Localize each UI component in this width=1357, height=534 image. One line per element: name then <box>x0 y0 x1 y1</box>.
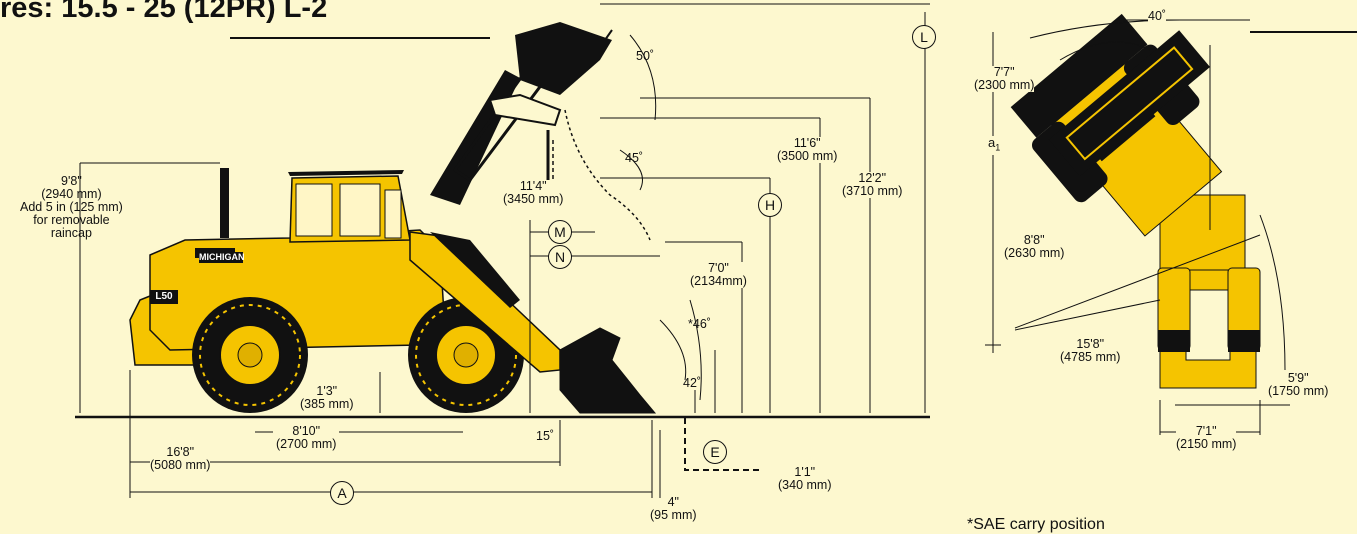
overall-width-imperial: 5'9" <box>1287 371 1309 385</box>
a1-subscript: 1 <box>995 142 1001 153</box>
model-badge: L50 <box>155 291 173 302</box>
bucket-pin-height-label: 11'6" (3500 mm) <box>777 136 838 163</box>
angle-42: 42˚ <box>683 376 702 390</box>
axle-to-front-label: 16'8" (5080 mm) <box>150 445 211 472</box>
axle-to-front-metric: (5080 mm) <box>150 458 211 472</box>
wheelbase-label: 8'10" (2700 mm) <box>273 424 340 451</box>
bucket-pin-height-imperial: 11'6" <box>793 136 821 150</box>
tread-width-imperial: 7'1" <box>1195 424 1217 438</box>
dig-depth-imperial: 4" <box>667 495 679 509</box>
reach-below-metric: (340 mm) <box>778 478 832 492</box>
loader-side-view <box>129 22 657 414</box>
a1-label: a1 <box>988 135 1001 155</box>
loader-top-view <box>1010 13 1261 389</box>
dump-clearance-imperial: 11'4" <box>519 179 547 193</box>
height-imperial: 9'8" <box>61 174 82 188</box>
hinge-height-label: 12'2" (3710 mm) <box>842 171 903 198</box>
hinge-height-metric: (3710 mm) <box>842 184 903 198</box>
angle-46: *46˚ <box>688 317 711 331</box>
height-note-3: raincap <box>50 226 92 240</box>
hinge-height-imperial: 12'2" <box>858 171 887 185</box>
marker-h: H <box>758 193 782 217</box>
height-metric: (2940 mm) <box>41 187 102 201</box>
dig-depth-metric: (95 mm) <box>650 508 697 522</box>
marker-a: A <box>330 481 354 505</box>
dump-reach-height-metric: (2134mm) <box>690 274 747 288</box>
outer-radius-label: 15'8" (4785 mm) <box>1060 337 1121 364</box>
inner-radius-metric: (2630 mm) <box>1004 246 1065 260</box>
wheelbase-metric: (2700 mm) <box>276 437 337 451</box>
height-label: 9'8" (2940 mm) Add 5 in (125 mm) for rem… <box>20 175 123 240</box>
outer-radius-metric: (4785 mm) <box>1060 350 1121 364</box>
height-note-1: Add 5 in (125 mm) <box>20 200 123 214</box>
dig-depth-label: 4" (95 mm) <box>650 496 697 522</box>
inner-radius-label: 8'8" (2630 mm) <box>1004 233 1065 260</box>
ground-clearance-label: 1'3" (385 mm) <box>300 385 353 411</box>
dump-reach-height-label: 7'0" (2134mm) <box>690 262 747 288</box>
angle-50: 50˚ <box>636 49 655 63</box>
height-note-2: for removable <box>33 213 110 227</box>
dump-clearance-label: 11'4" (3450 mm) <box>503 180 563 206</box>
wheelbase-imperial: 8'10" <box>292 424 321 438</box>
inner-radius-imperial: 8'8" <box>1023 233 1045 247</box>
tread-width-metric: (2150 mm) <box>1176 437 1237 451</box>
footnote: *SAE carry position <box>967 516 1105 533</box>
marker-e: E <box>703 440 727 464</box>
ground-clearance-imperial: 1'3" <box>316 384 338 398</box>
angle-45: 45˚ <box>625 151 644 165</box>
angle-15: 15˚ <box>536 429 555 443</box>
axle-to-front-imperial: 16'8" <box>166 445 195 459</box>
overall-width-metric: (1750 mm) <box>1268 384 1329 398</box>
marker-n: N <box>548 245 572 269</box>
overhang-label: 7'7" (2300 mm) <box>974 65 1035 92</box>
overhang-metric: (2300 mm) <box>974 78 1035 92</box>
a1-text: a <box>988 135 996 150</box>
tread-width-label: 7'1" (2150 mm) <box>1176 424 1237 451</box>
bucket-pin-height-metric: (3500 mm) <box>777 149 838 163</box>
outer-radius-imperial: 15'8" <box>1076 337 1105 351</box>
dump-reach-height-imperial: 7'0" <box>708 261 729 275</box>
overhang-imperial: 7'7" <box>993 65 1015 79</box>
page-title: res: 15.5 - 25 (12PR) L-2 <box>0 0 328 24</box>
ground-clearance-metric: (385 mm) <box>300 397 354 411</box>
overall-width-label: 5'9" (1750 mm) <box>1268 371 1329 398</box>
marker-m: M <box>548 220 572 244</box>
machine-badge: MICHIGAN <box>199 252 245 263</box>
articulation-angle: 40˚ <box>1148 9 1167 23</box>
marker-l: L <box>912 25 936 49</box>
reach-below-imperial: 1'1" <box>794 465 816 479</box>
dump-clearance-metric: (3450 mm) <box>503 192 564 206</box>
reach-below-label: 1'1" (340 mm) <box>778 466 831 492</box>
